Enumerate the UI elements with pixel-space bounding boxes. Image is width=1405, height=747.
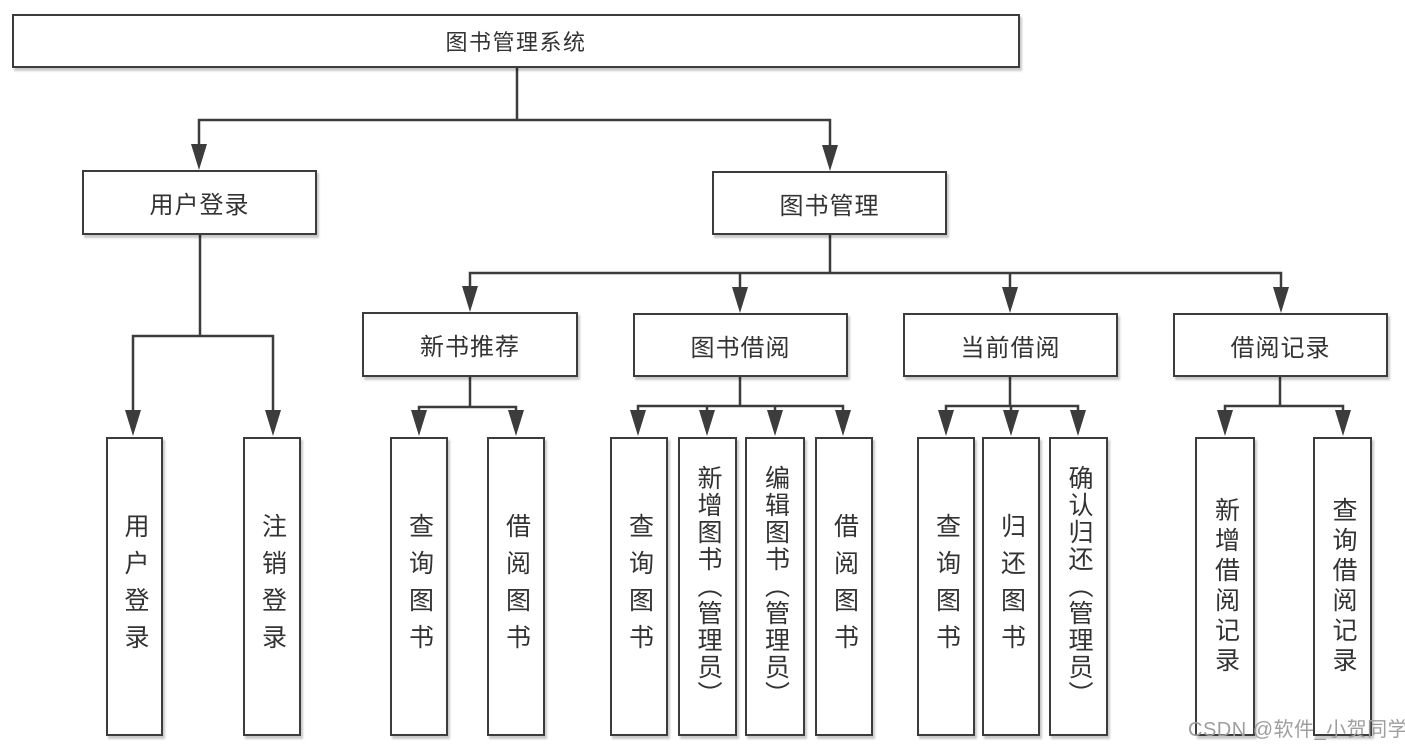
leaf-edit-book-admin: 编辑图书（管理员）: [745, 437, 805, 736]
leaf-add-borrow-record: 新增借阅记录: [1195, 437, 1255, 736]
leaf-add-book-admin: 新增图书（管理员）: [678, 437, 737, 736]
node-borrow-records: 借阅记录: [1173, 313, 1388, 377]
node-user-login: 用户登录: [82, 170, 317, 235]
node-current-borrowing: 当前借阅: [903, 313, 1118, 377]
node-root-system: 图书管理系统: [12, 14, 1020, 68]
leaf-query-books-borrowing: 查询图书: [610, 437, 668, 736]
leaf-logout: 注销登录: [243, 437, 301, 736]
node-book-management: 图书管理: [712, 171, 947, 235]
leaf-borrow-books-borrowing: 借阅图书: [815, 437, 873, 736]
leaf-query-books-recommend: 查询图书: [390, 437, 448, 736]
csdn-watermark: CSDN @软件_小贺同学: [1188, 719, 1405, 741]
leaf-return-book: 归还图书: [982, 437, 1040, 736]
leaf-confirm-return-admin: 确认归还（管理员）: [1049, 437, 1108, 736]
node-new-book-recommend: 新书推荐: [362, 312, 578, 377]
leaf-user-login: 用户登录: [106, 437, 163, 736]
leaf-query-borrow-record: 查询借阅记录: [1313, 437, 1372, 736]
leaf-query-books-current: 查询图书: [917, 437, 975, 736]
leaf-borrow-books-recommend: 借阅图书: [487, 437, 545, 736]
node-book-borrowing: 图书借阅: [633, 313, 848, 377]
